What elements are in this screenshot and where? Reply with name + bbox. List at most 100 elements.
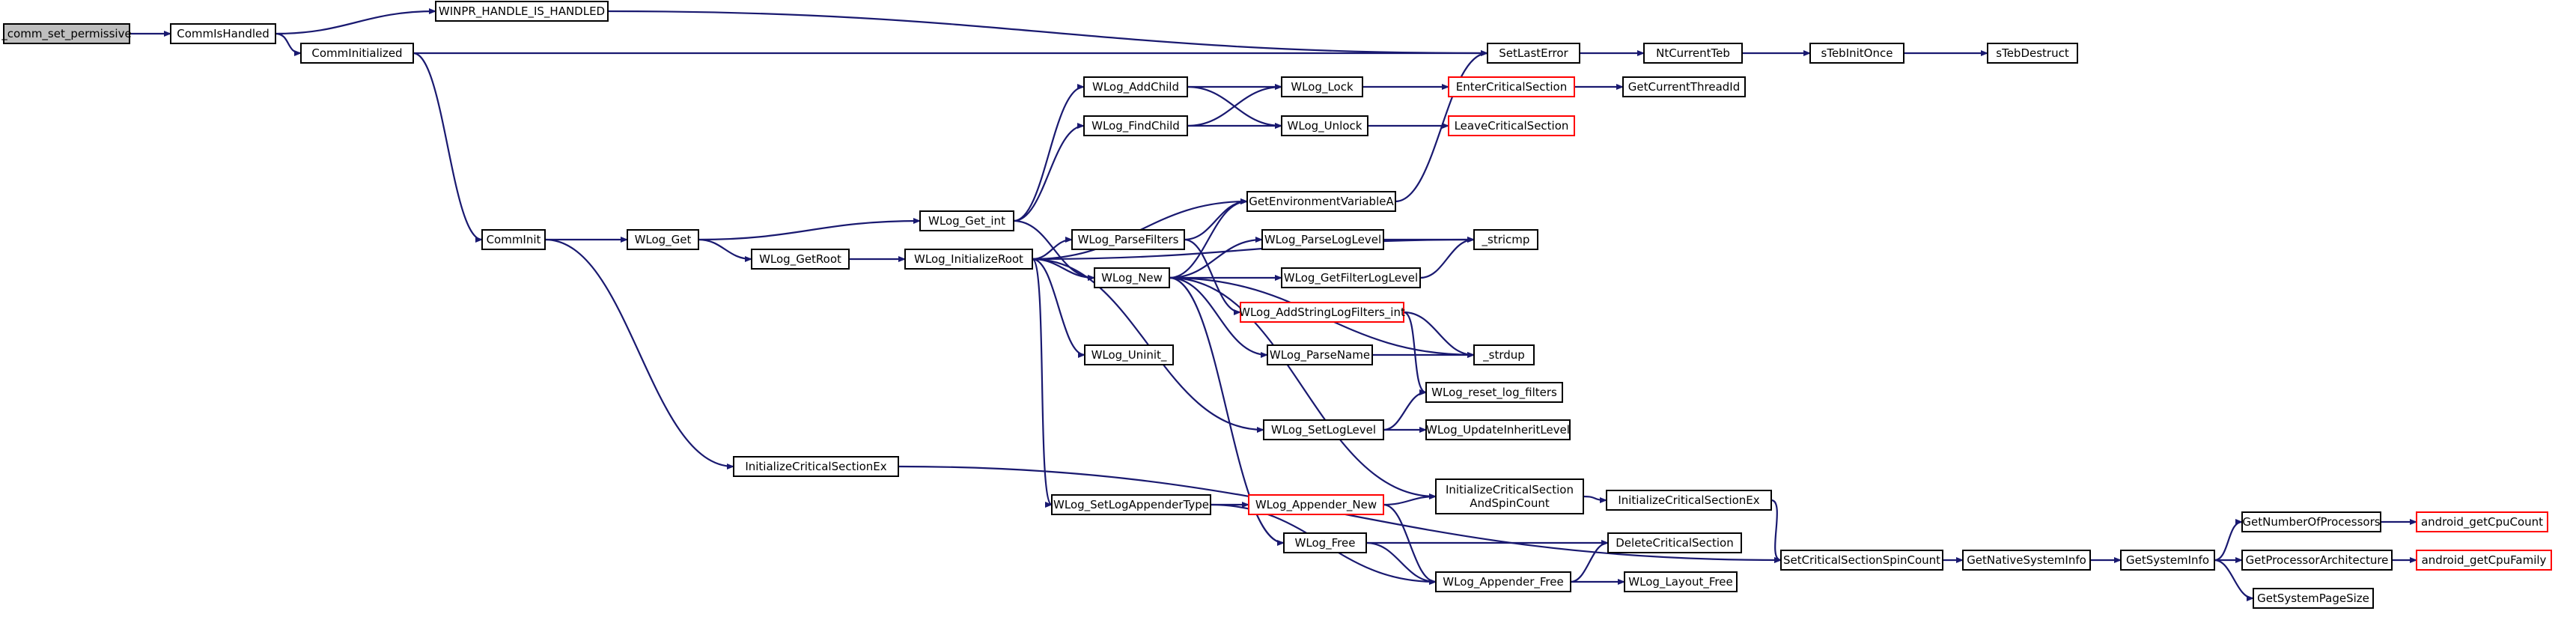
node-label: WLog_Get_int: [928, 214, 1005, 228]
node-WLog_InitializeRoot[interactable]: WLog_InitializeRoot: [904, 249, 1033, 270]
node-box: [2253, 588, 2374, 609]
node-WLog_Layout_Free[interactable]: WLog_Layout_Free: [1624, 571, 1738, 592]
node-android_getCpuFamily[interactable]: android_getCpuFamily: [2416, 550, 2552, 571]
node-CommIsHandled[interactable]: CommIsHandled: [170, 23, 276, 44]
node-stricmp[interactable]: _stricmp: [1473, 229, 1538, 250]
node-DeleteCriticalSection[interactable]: DeleteCriticalSection: [1607, 532, 1742, 553]
node-GetSystemInfo[interactable]: GetSystemInfo: [2120, 550, 2215, 571]
edge-WLog_New-to-WLog_ParseName: [1169, 276, 1268, 358]
node-label: GetNativeSystemInfo: [1967, 553, 2086, 567]
node-WLog_UpdateInheritLevel[interactable]: WLog_UpdateInheritLevel: [1425, 419, 1571, 440]
node-GetCurrentThreadId[interactable]: GetCurrentThreadId: [1622, 76, 1746, 97]
node-WLog_Get[interactable]: WLog_Get: [627, 229, 699, 250]
node-WLog_AddStringLogFilters_int[interactable]: WLog_AddStringLogFilters_int: [1239, 302, 1405, 323]
node-box: [300, 43, 414, 64]
node-label: NtCurrentTeb: [1656, 46, 1730, 60]
node-label: WLog_SetLogAppenderType: [1053, 498, 1209, 512]
node-EnterCriticalSection[interactable]: EnterCriticalSection: [1448, 76, 1575, 97]
node-label: WLog_Unlock: [1288, 119, 1362, 133]
edge-WLog_InitializeRoot-to-WLog_SetLogAppenderType: [1031, 258, 1053, 508]
node-label: SetCriticalSectionSpinCount: [1783, 553, 1940, 567]
edge-WLog_ParseFilters-to-GetEnvironmentVariableA: [1184, 198, 1248, 241]
node-GetNumberOfProcessors[interactable]: GetNumberOfProcessors: [2241, 511, 2381, 532]
node-SetCriticalSectionSpinCount[interactable]: SetCriticalSectionSpinCount: [1780, 550, 1943, 571]
node-label: GetEnvironmentVariableA: [1249, 195, 1394, 208]
node-label: InitializeCriticalSectionEx: [1618, 493, 1759, 507]
edge-WLog_Free-to-WLog_Appender_Free: [1365, 541, 1437, 585]
node-WLog_GetRoot[interactable]: WLog_GetRoot: [751, 249, 850, 270]
node-label: _stricmp: [1482, 233, 1530, 247]
node-CommInitialized[interactable]: CommInitialized: [300, 43, 414, 64]
node-WINPR_HANDLE_IS_HANDLED[interactable]: WINPR_HANDLE_IS_HANDLED: [435, 1, 609, 22]
node-strdup[interactable]: _strdup: [1473, 344, 1535, 365]
node-label: WLog_GetRoot: [759, 252, 841, 267]
node-label: WLog_Lock: [1291, 80, 1354, 94]
node-box: [1051, 494, 1211, 515]
node-WLog_Appender_Free[interactable]: WLog_Appender_Free: [1435, 571, 1571, 592]
node-WLog_Appender_New[interactable]: WLog_Appender_New: [1248, 494, 1384, 515]
edge-CommIsHandled-to-CommInitialized: [275, 32, 302, 56]
node-WLog_AddChild[interactable]: WLog_AddChild: [1083, 76, 1188, 97]
node-WLog_SetLogAppenderType[interactable]: WLog_SetLogAppenderType: [1051, 494, 1211, 515]
node-WLog_FindChild[interactable]: WLog_FindChild: [1083, 115, 1188, 136]
node-box: [2241, 550, 2393, 571]
node-label: LeaveCriticalSection: [1455, 119, 1569, 133]
node-label: _strdup: [1482, 348, 1525, 362]
edge-GetSystemInfo-to-GetNumberOfProcessors: [2214, 519, 2243, 562]
node-WLog_Lock[interactable]: WLog_Lock: [1281, 76, 1363, 97]
node-WLog_ParseLogLevel[interactable]: WLog_ParseLogLevel: [1261, 229, 1384, 250]
node-CommInit[interactable]: CommInit: [481, 229, 546, 250]
node-sTebInitOnce[interactable]: sTebInitOnce: [1809, 43, 1904, 64]
edge-GetSystemInfo-to-GetSystemPageSize: [2214, 559, 2254, 601]
node-box: [1606, 490, 1772, 511]
node-label: WLog_Uninit_: [1091, 348, 1167, 362]
node-GetEnvironmentVariableA[interactable]: GetEnvironmentVariableA: [1246, 191, 1396, 212]
node-WLog_SetLogLevel[interactable]: WLog_SetLogLevel: [1263, 419, 1384, 440]
node-LeaveCriticalSection[interactable]: LeaveCriticalSection: [1448, 115, 1575, 136]
node-NtCurrentTeb[interactable]: NtCurrentTeb: [1643, 43, 1743, 64]
node-InitializeCriticalSectionEx_2[interactable]: InitializeCriticalSectionEx: [1606, 490, 1772, 511]
node-WLog_reset_log_filters[interactable]: WLog_reset_log_filters: [1425, 382, 1563, 403]
node-WLog_ParseFilters[interactable]: WLog_ParseFilters: [1071, 229, 1185, 250]
node-WLog_Unlock[interactable]: WLog_Unlock: [1281, 115, 1368, 136]
node-label: WLog_FindChild: [1091, 119, 1180, 133]
edge-WLog_Get_int-to-WLog_AddChild: [1013, 84, 1085, 222]
node-WLog_New[interactable]: WLog_New: [1094, 267, 1170, 288]
node-InitializeCriticalSectionEx_1[interactable]: InitializeCriticalSectionEx: [733, 456, 899, 477]
node-GetSystemPageSize[interactable]: GetSystemPageSize: [2253, 588, 2374, 609]
node-box: [1281, 76, 1363, 97]
node-label: GetNumberOfProcessors: [2242, 515, 2380, 529]
node-box: [1261, 229, 1384, 250]
node-WLog_Free[interactable]: WLog_Free: [1283, 532, 1367, 553]
node-box: [733, 456, 899, 477]
node-WLog_Get_int[interactable]: WLog_Get_int: [919, 210, 1014, 231]
node-box: [170, 23, 276, 44]
node-label: EnterCriticalSection: [1456, 80, 1567, 94]
node-sTebDestruct[interactable]: sTebDestruct: [1987, 43, 2078, 64]
node-label: android_getCpuCount: [2421, 515, 2543, 529]
node-label: WLog_reset_log_filters: [1431, 386, 1557, 400]
node-GetNativeSystemInfo[interactable]: GetNativeSystemInfo: [1962, 550, 2091, 571]
node-label: GetSystemInfo: [2126, 553, 2209, 567]
node-box: [1448, 76, 1575, 97]
edge-InitializeCriticalSectionAndSpinCount-to-InitializeCriticalSectionEx_2: [1583, 495, 1607, 503]
node-label: InitializeCriticalSectionEx: [745, 460, 886, 473]
edge-WLog_AddStringLogFilters_int-to-strdup: [1403, 311, 1475, 358]
node-label: WLog_SetLogLevel: [1271, 423, 1376, 437]
node-SetLastError[interactable]: SetLastError: [1487, 43, 1580, 64]
node-box: [1083, 76, 1188, 97]
node-WLog_GetFilterLogLevel[interactable]: WLog_GetFilterLogLevel: [1281, 267, 1421, 288]
node-WLog_Uninit_[interactable]: WLog_Uninit_: [1084, 344, 1174, 365]
node-WLog_ParseName[interactable]: WLog_ParseName: [1267, 344, 1373, 365]
node-box: [3, 23, 130, 44]
node-comm_set_permissive[interactable]: _comm_set_permissive: [1, 23, 132, 44]
node-label: WLog_Layout_Free: [1628, 575, 1732, 589]
node-box: [1083, 115, 1188, 136]
edge-WLog_Appender_Free-to-DeleteCriticalSection: [1570, 540, 1609, 583]
edge-layer: [130, 8, 2417, 601]
node-box: [1780, 550, 1943, 571]
node-android_getCpuCount[interactable]: android_getCpuCount: [2416, 511, 2548, 532]
node-GetProcessorArchitecture[interactable]: GetProcessorArchitecture: [2241, 550, 2393, 571]
edge-CommInitialized-to-CommInit: [412, 52, 483, 243]
